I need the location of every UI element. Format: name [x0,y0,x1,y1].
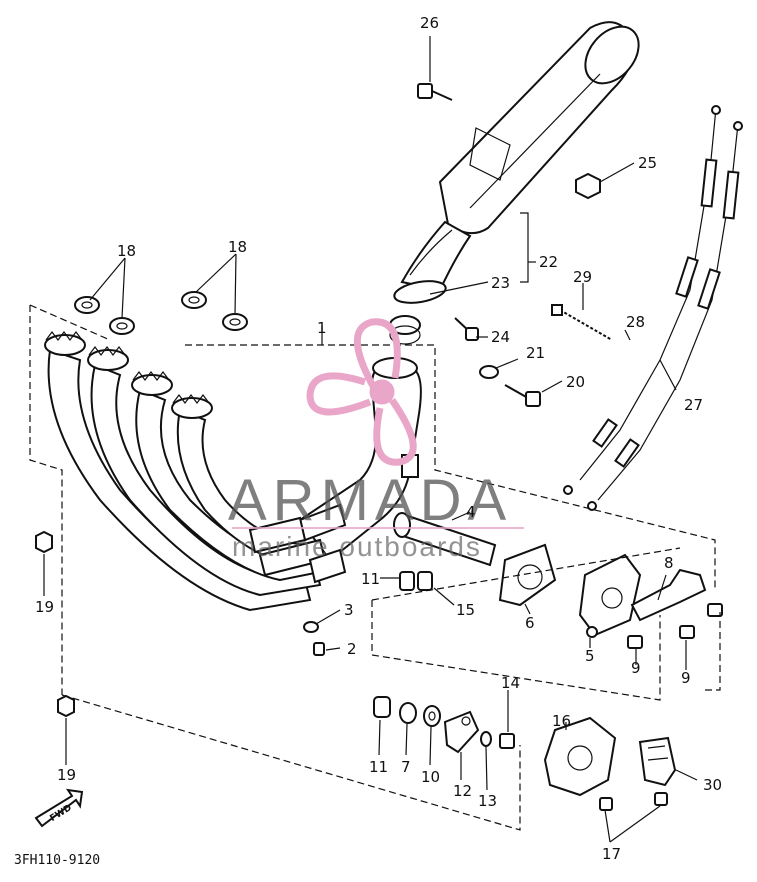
callout-9b: 9 [681,669,691,687]
callout-29: 29 [573,268,592,286]
callout-18b: 18 [228,238,247,256]
assembly-outlines [29,304,721,831]
gasket-18d [222,313,248,331]
washer-7 [399,702,417,724]
callout-17: 17 [602,845,621,863]
servo-30 [638,736,677,787]
callout-14: 14 [501,674,520,692]
callout-11b: 11 [369,758,388,776]
callout-4: 4 [466,503,476,521]
callout-15: 15 [456,601,475,619]
callout-21: 21 [526,344,545,362]
throttle-cables [563,105,743,511]
pulley-bracket [578,553,707,638]
gasket-18c [181,291,207,309]
bolt-20 [504,384,541,407]
callout-11a: 11 [361,570,380,588]
callout-30: 30 [703,776,722,794]
callout-16: 16 [552,712,571,730]
callout-19a: 19 [35,598,54,616]
diagram-code: 3FH110-9120 [14,853,100,868]
cover-16 [543,716,617,797]
callout-18a: 18 [117,242,136,260]
callout-8: 8 [664,554,674,572]
callout-26: 26 [420,14,439,32]
propeller-logo-icon [306,318,417,466]
washer-13 [480,731,492,747]
callout-3: 3 [344,601,354,619]
screw-2 [313,642,325,656]
washer-21 [479,365,499,379]
bolt-9c [707,603,723,617]
lever-12 [443,710,480,754]
bushing-15 [417,571,433,591]
bushing-11-lower [373,696,391,718]
callout-9a: 9 [631,659,641,677]
nut-25 [575,172,601,200]
callout-10: 10 [421,768,440,786]
callout-24: 24 [491,328,510,346]
screw-29 [551,304,613,341]
watermark-tagline: marine outboards [232,531,482,562]
watermark: ARMADA marine outboards [228,318,524,562]
callout-20: 20 [566,373,585,391]
bolt-17a [599,797,613,811]
washer-10 [423,705,441,727]
callout-1: 1 [317,319,327,337]
gasket-18b [109,317,135,335]
callout-5: 5 [585,647,595,665]
muffler [393,21,640,304]
callout-25: 25 [638,154,657,172]
callout-23: 23 [491,274,510,292]
bolt-9b [679,625,695,639]
bolt-14 [499,733,515,749]
bolt-9a [627,635,643,649]
leader-lines [43,36,698,843]
gasket-18a [74,296,100,314]
washer-3 [303,621,319,633]
callout-labels: 1 2 3 4 5 6 7 8 9 9 10 11 11 12 13 14 15… [35,14,722,863]
callout-12: 12 [453,782,472,800]
callout-22: 22 [539,253,558,271]
nut-19a [35,530,53,554]
bushing-11 [399,571,415,591]
callout-2: 2 [347,640,357,658]
bolt-24 [454,317,479,341]
callout-28: 28 [626,313,645,331]
bolt-26 [417,83,453,101]
watermark-brand: ARMADA [228,468,512,533]
cover-plate-6 [498,543,557,607]
nut-19b [57,694,75,718]
callout-7: 7 [401,758,411,776]
callout-27: 27 [684,396,703,414]
bolt-17b [654,792,668,806]
callout-19b: 19 [57,766,76,784]
fwd-arrow-icon: FWD [34,788,84,828]
callout-13: 13 [478,792,497,810]
callout-6: 6 [525,614,535,632]
